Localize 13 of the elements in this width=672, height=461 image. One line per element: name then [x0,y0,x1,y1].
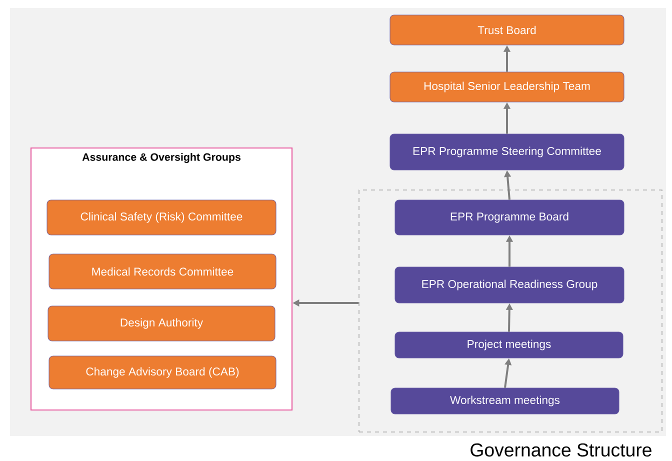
committee-box: Change Advisory Board (CAB) [48,356,276,390]
caption: Governance Structure [470,443,652,457]
programme-box: EPR Programme Board [394,200,624,236]
dashed-group-box [358,190,662,432]
committee-box: Trust Board [390,14,624,46]
committee-box: Hospital Senior Leadership Team [390,72,624,102]
programme-box: Project meetings [394,332,624,358]
programme-box: EPR Operational Readiness Group [394,266,624,304]
committee-box: Design Authority [48,306,276,342]
programme-box: EPR Programme Steering Committee [390,134,624,170]
programme-box: Workstream meetings [390,388,620,414]
committee-box: Medical Records Committee [48,254,276,290]
committee-box: Clinical Safety (Risk) Committee [46,200,276,236]
